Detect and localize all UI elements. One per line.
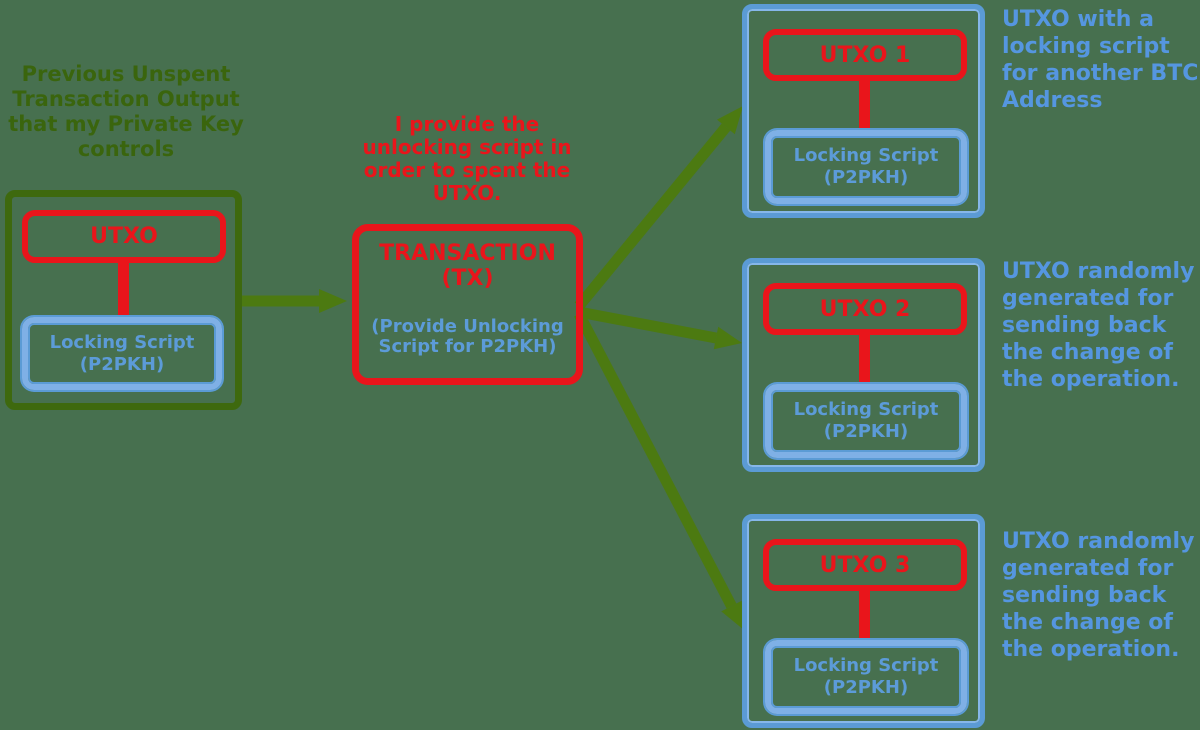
tx-title: TRANSACTION (TX) bbox=[379, 241, 556, 291]
utxo2-connector bbox=[859, 335, 870, 384]
utxo-connector bbox=[118, 263, 129, 317]
tx-subtitle: (Provide Unlocking Script for P2PKH) bbox=[371, 316, 564, 357]
utxo-label: UTXO bbox=[90, 224, 158, 249]
utxo2-box: UTXO 2 bbox=[763, 283, 967, 335]
utxo3-label: UTXO 3 bbox=[819, 552, 911, 578]
locking-script-box: Locking Script (P2PKH) bbox=[22, 317, 222, 390]
utxo1-locking-script-box: Locking Script (P2PKH) bbox=[765, 130, 967, 204]
annotation-utxo2: UTXO randomly generated for sending back… bbox=[1002, 259, 1195, 392]
utxo2-locking-script-box: Locking Script (P2PKH) bbox=[765, 384, 967, 458]
utxo1-box: UTXO 1 bbox=[763, 29, 967, 81]
arrow-tx-to-utxo3 bbox=[574, 311, 744, 630]
utxo3-connector bbox=[859, 591, 870, 640]
annotation-utxo3: UTXO randomly generated for sending back… bbox=[1002, 529, 1195, 662]
utxo1-label: UTXO 1 bbox=[819, 42, 911, 68]
annotation-utxo1: UTXO with a locking script for another B… bbox=[1002, 7, 1199, 113]
utxo2-label: UTXO 2 bbox=[819, 296, 911, 322]
arrow-tx-to-utxo2 bbox=[577, 306, 742, 350]
utxo1-locking-script-label: Locking Script (P2PKH) bbox=[793, 145, 939, 188]
prev-output-note: Previous Unspent Transaction Output that… bbox=[8, 62, 244, 161]
tx-note: I provide the unlocking script in order … bbox=[362, 112, 572, 205]
arrow-prev-to-tx bbox=[242, 289, 347, 313]
utxo-box: UTXO bbox=[22, 210, 226, 263]
arrow-tx-to-utxo1 bbox=[574, 106, 743, 310]
utxo1-connector bbox=[859, 81, 870, 130]
output-box-utxo1: UTXO 1 Locking Script (P2PKH) bbox=[742, 4, 985, 218]
utxo3-locking-script-label: Locking Script (P2PKH) bbox=[793, 655, 939, 698]
utxo3-box: UTXO 3 bbox=[763, 539, 967, 591]
transaction-box: TRANSACTION (TX) (Provide Unlocking Scri… bbox=[352, 224, 583, 385]
utxo2-locking-script-label: Locking Script (P2PKH) bbox=[793, 399, 939, 442]
prev-output-box: UTXO Locking Script (P2PKH) bbox=[5, 190, 242, 410]
output-box-utxo2: UTXO 2 Locking Script (P2PKH) bbox=[742, 258, 985, 472]
output-box-utxo3: UTXO 3 Locking Script (P2PKH) bbox=[742, 514, 985, 728]
utxo3-locking-script-box: Locking Script (P2PKH) bbox=[765, 640, 967, 714]
locking-script-label: Locking Script (P2PKH) bbox=[49, 331, 195, 375]
